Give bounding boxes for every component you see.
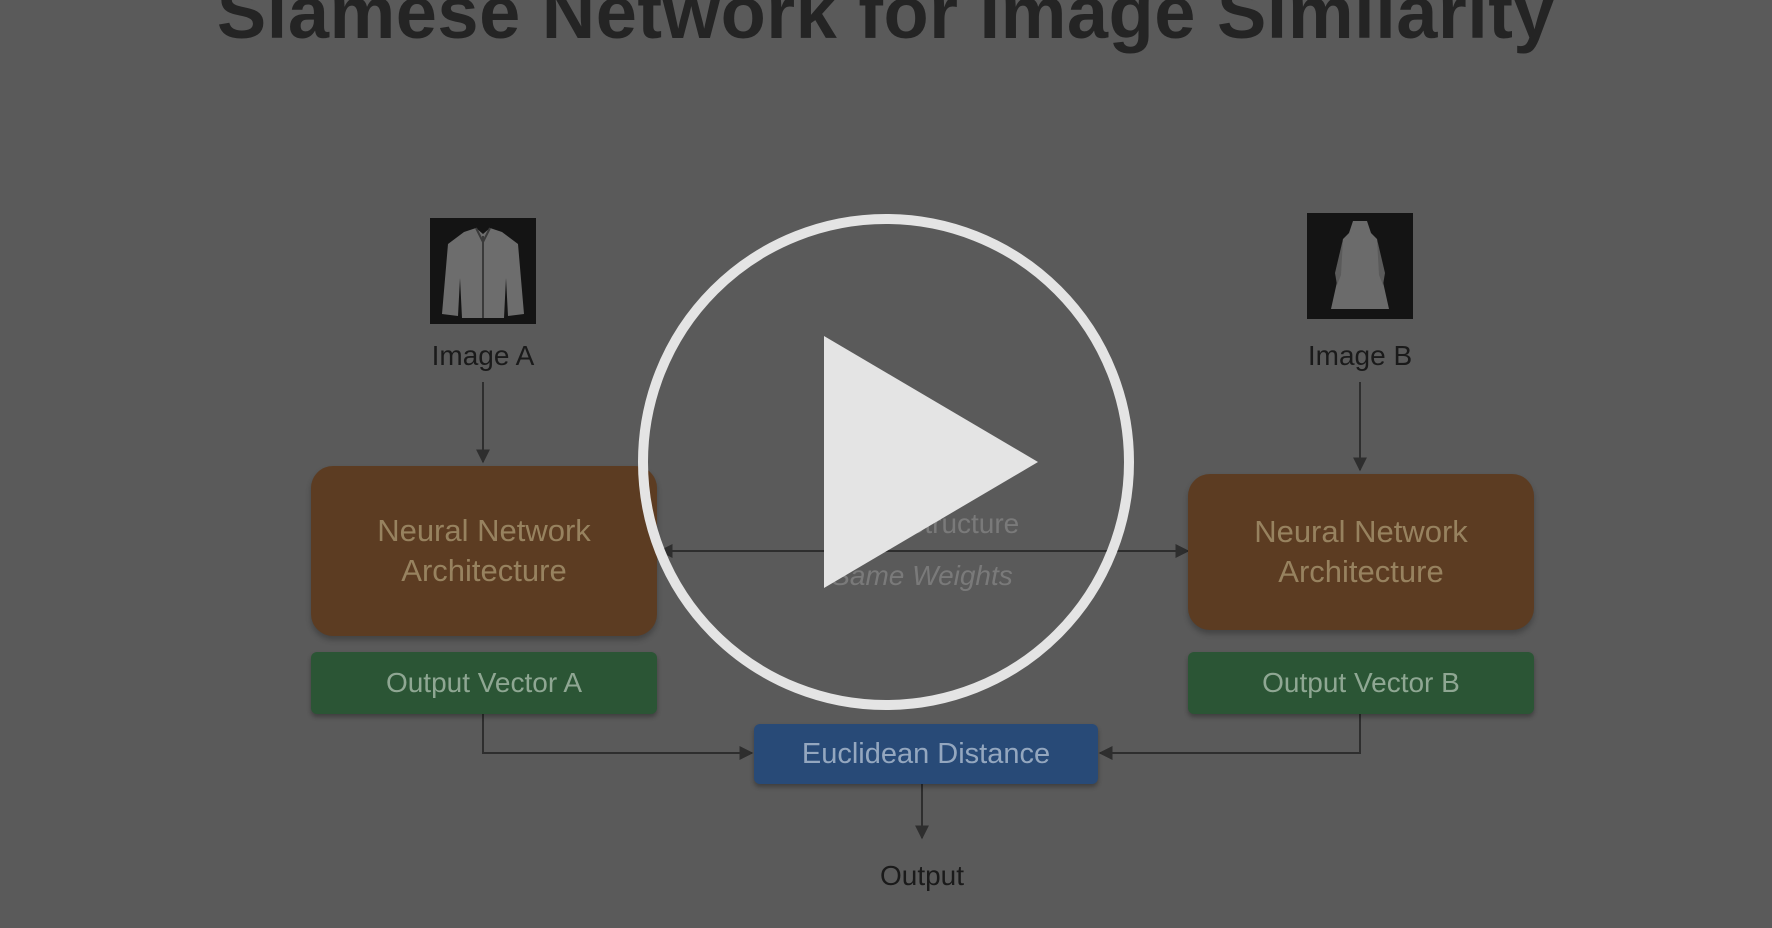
output-vector-b-box: Output Vector B	[1188, 652, 1534, 714]
right-network-box: Neural Network Architecture	[1188, 474, 1534, 630]
arrow-vector-b-to-distance	[1100, 714, 1360, 753]
right-network-line2: Architecture	[1278, 552, 1443, 592]
image-a-label: Image A	[383, 340, 583, 372]
euclidean-distance-box: Euclidean Distance	[754, 724, 1098, 784]
left-network-box: Neural Network Architecture	[311, 466, 657, 636]
image-b-label: Image B	[1260, 340, 1460, 372]
play-button[interactable]	[638, 214, 1134, 710]
arrow-vector-a-to-distance	[483, 714, 752, 753]
play-icon[interactable]	[638, 214, 1134, 710]
left-network-line2: Architecture	[401, 551, 566, 591]
dress-icon	[1307, 213, 1413, 319]
image-b-thumbnail	[1307, 213, 1413, 319]
image-a-thumbnail	[430, 218, 536, 324]
jacket-icon	[430, 218, 536, 324]
output-label: Output	[822, 860, 1022, 892]
left-network-line1: Neural Network	[377, 511, 591, 551]
right-network-line1: Neural Network	[1254, 512, 1468, 552]
output-vector-a-box: Output Vector A	[311, 652, 657, 714]
